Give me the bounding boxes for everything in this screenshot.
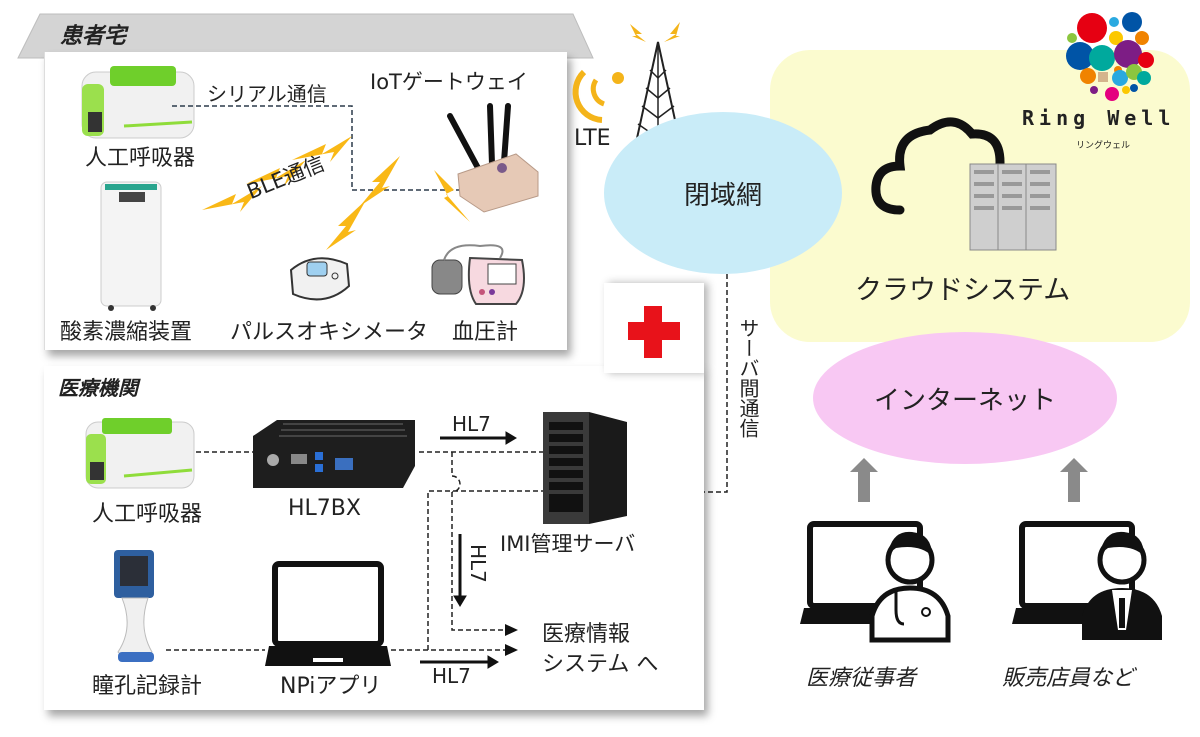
npi-app-label: NPiアプリ (280, 674, 382, 699)
closed-network-ellipse: 閉域網 (604, 112, 842, 274)
lightning-icon (326, 200, 366, 250)
pulse-oximeter-label: パルスオキシメータ (230, 320, 429, 345)
imi-server-image (543, 412, 627, 524)
pulse-oximeter-image (289, 257, 351, 301)
server-comm-label: サーバ間通信 (736, 318, 760, 438)
ringwell-brand-name: Ring Well (1022, 106, 1176, 130)
patient-home-title: 患者宅 (60, 24, 127, 49)
oxygen-concentrator-label: 酸素濃縮装置 (60, 320, 193, 345)
home-ventilator-label: 人工呼吸器 (85, 146, 196, 171)
red-cross-icon (628, 306, 680, 358)
hl7-vertical-label: HL7 (466, 544, 490, 583)
sales-staff-icon (1012, 521, 1162, 640)
pupillometer-image (114, 550, 154, 662)
blood-pressure-label: 血圧計 (452, 320, 519, 345)
medical-staff-label: 医療従事者 (806, 666, 917, 691)
ringwell-logo-icon (1066, 12, 1154, 101)
hl7bx-label: HL7BX (288, 496, 361, 521)
lightning-icon (292, 136, 352, 162)
his-label-line2: システム へ (542, 652, 659, 677)
blood-pressure-monitor-image (431, 244, 525, 305)
npi-laptop-image (265, 561, 391, 666)
server-rack-image (969, 163, 1057, 251)
up-arrow-icon (1060, 458, 1088, 502)
gateway-label: IoTゲートウェイ (370, 70, 528, 94)
lte-label: LTE (574, 126, 611, 151)
lightning-icon (202, 186, 262, 212)
hl7-top-label: HL7 (452, 412, 491, 436)
ringwell-brand-kana: リングウェル (1076, 141, 1131, 151)
ventilator-image (81, 66, 195, 139)
lightning-icon (246, 160, 306, 186)
cloud-system-label: クラウドシステム (855, 275, 1071, 306)
up-arrow-icon (850, 458, 878, 502)
internet-label: インターネット (873, 385, 1056, 416)
hospital-ventilator-label: 人工呼吸器 (92, 502, 203, 527)
serial-comm-label: シリアル通信 (207, 82, 327, 106)
iot-gateway-image (447, 103, 539, 213)
his-label-line1: 医療情報 (542, 622, 631, 647)
internet-ellipse: インターネット (813, 332, 1117, 464)
hl7-bottom-label: HL7 (432, 664, 471, 688)
lightning-icon (360, 156, 400, 206)
house-roof (17, 13, 594, 59)
hospital-ventilator-image (85, 418, 195, 489)
medical-staff-icon (800, 521, 951, 643)
hospital-title: 医療機関 (58, 376, 138, 400)
hl7bx-device-image (253, 420, 415, 488)
oxygen-concentrator-image (100, 181, 162, 311)
lightning-icon (434, 170, 470, 222)
sales-staff-label: 販売店員など (1002, 666, 1135, 691)
imi-server-label: IMI管理サーバ (500, 532, 636, 556)
lte-signal-icon (572, 69, 624, 123)
cloud-icon (871, 117, 1005, 215)
pupillometer-label: 瞳孔記録計 (92, 674, 203, 699)
closed-network-label: 閉域網 (683, 180, 762, 211)
